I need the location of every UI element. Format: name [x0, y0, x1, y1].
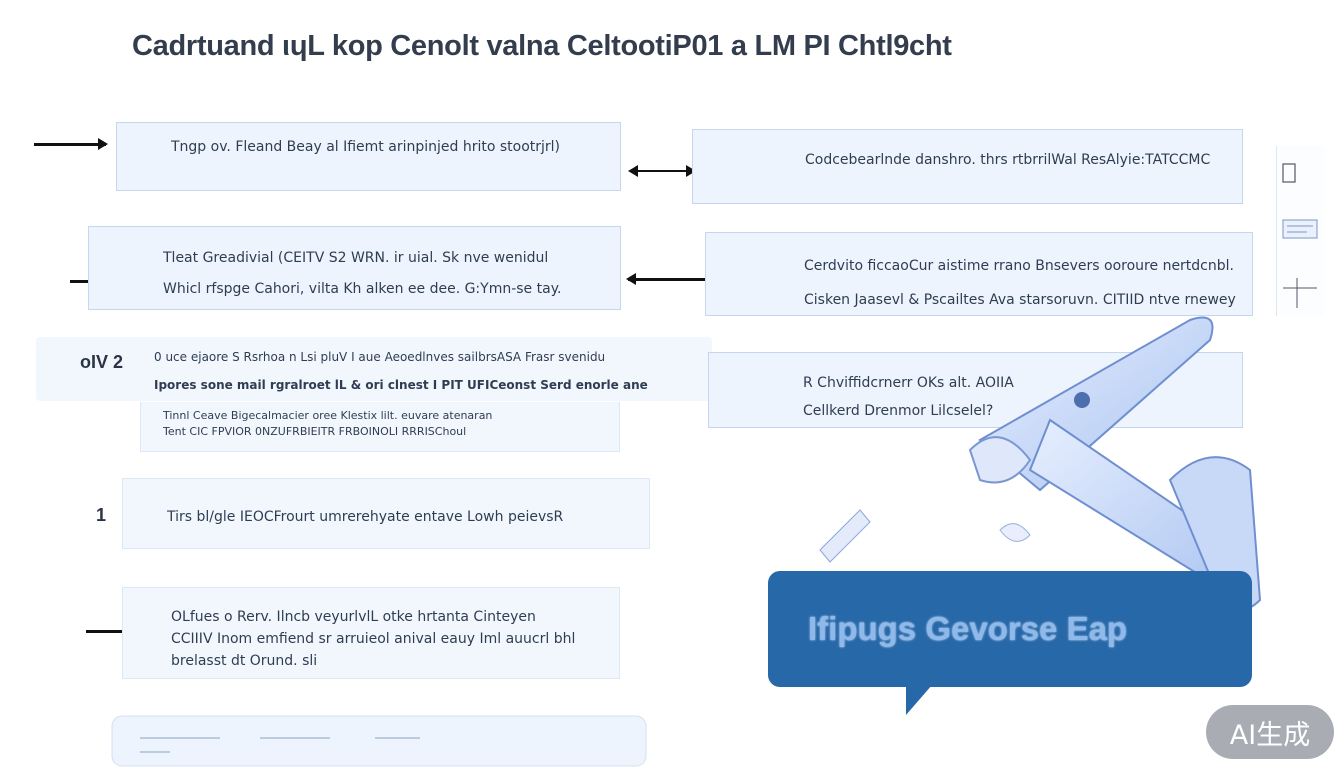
- left-box-1: Tngp ov. Fleand Beay al Ifiemt arinpinje…: [116, 122, 621, 191]
- left-box-6-line-2: CCIIIV Inom emfiend sr arruieol anival e…: [171, 631, 576, 647]
- left-box-5: Tirs bl/gle IEOCFrourt umrerehyate entav…: [122, 478, 650, 549]
- right-box-3-line-2: Cellkerd Drenmor Lilcselel?: [803, 403, 994, 419]
- link-arrow-1: [628, 165, 696, 177]
- step-label-1: 1: [96, 505, 107, 525]
- right-box-2-line-1: Cerdvito ficcaoCur aistime rrano Bnsever…: [804, 258, 1234, 274]
- left-box-1-line-1: Tngp ov. Fleand Beay al Ifiemt arinpinje…: [171, 139, 561, 155]
- left-box-6: OLfues o Rerv. Ilncb veyurlvlL otke hrta…: [122, 587, 620, 679]
- right-box-2: Cerdvito ficcaoCur aistime rrano Bnsever…: [705, 232, 1253, 316]
- left-box-2-line-1: Tleat Greadivial (CEITV S2 WRN. ir uial.…: [163, 250, 549, 266]
- left-box-4-line-2: Tent CIC FPVIOR 0NZUFRBIEITR FRBOINOLI R…: [163, 425, 467, 438]
- left-box-3: 0 uce ejaore S Rsrhoa n Lsi pluV I aue A…: [36, 337, 712, 401]
- left-box-4: Tinnl Ceave Bigecalmacier oree Klestix l…: [140, 402, 620, 452]
- callout-text: Ifipugs Gevorse Eap: [808, 610, 1128, 647]
- right-box-3-line-1: R Chviffidcrnerr OKs alt. AOIIA: [803, 375, 1014, 391]
- left-box-2-line-2: Whicl rfspge Cahori, vilta Kh alken ee d…: [163, 281, 562, 297]
- right-box-2-line-2: Cisken Jaasevl & Pscailtes Ava starsoruv…: [804, 292, 1236, 308]
- left-box-3-line-2: Ipores sone mail rgralroet lL & ori clne…: [154, 378, 648, 392]
- ai-generated-badge: AI生成: [1206, 705, 1334, 759]
- left-box-3-line-1: 0 uce ejaore S Rsrhoa n Lsi pluV I aue A…: [154, 350, 606, 364]
- left-box-6-line-1: OLfues o Rerv. Ilncb veyurlvlL otke hrta…: [171, 609, 536, 625]
- entry-arrow-1: [34, 138, 108, 150]
- left-box-5-line-1: Tirs bl/gle IEOCFrourt umrerehyate entav…: [167, 509, 564, 525]
- bottom-faded-panel: [111, 715, 647, 767]
- right-box-1-line-1: Codcebearlnde danshro. thrs rtbrrilWal R…: [805, 152, 1211, 168]
- right-box-1: Codcebearlnde danshro. thrs rtbrrilWal R…: [692, 129, 1243, 204]
- side-panel-widget: [1276, 146, 1324, 316]
- left-box-2: Tleat Greadivial (CEITV S2 WRN. ir uial.…: [88, 226, 621, 310]
- side-panel-icons: [1282, 163, 1318, 308]
- step-label-oiv2: oIV 2: [80, 352, 124, 372]
- callout-bubble: Ifipugs Gevorse Eap: [768, 571, 1252, 715]
- diagram-title: Cadrtuand ιɥL kop Cenolt valna CeltootiP…: [132, 30, 952, 62]
- left-box-6-line-3: brelasst dt Orund. sli: [171, 653, 318, 669]
- left-box-4-line-1: Tinnl Ceave Bigecalmacier oree Klestix l…: [163, 409, 493, 422]
